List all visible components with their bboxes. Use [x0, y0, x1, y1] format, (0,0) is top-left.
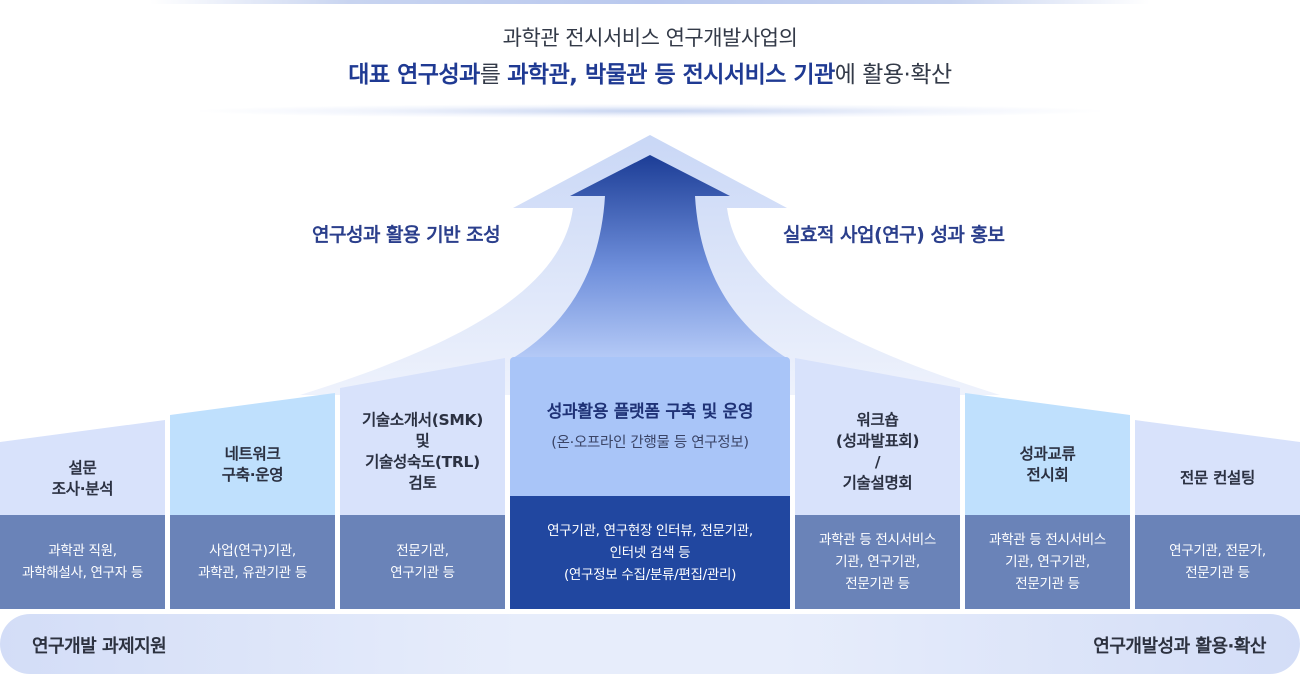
- bottom-bar-right-label: 연구개발성과 활용·확산: [1093, 636, 1266, 657]
- top-accent-line: [150, 0, 1150, 4]
- column-exhibition: 성과교류 전시회 과학관 등 전시서비스 기관, 연구기관, 전문기관 등: [965, 393, 1130, 609]
- header-line-2: 대표 연구성과를 과학관, 박물관 등 전시서비스 기관에 활용·확산: [0, 56, 1300, 94]
- column-consulting-shape: [1135, 420, 1300, 609]
- column-platform-title: 성과활용 플랫폼 구축 및 운영: [546, 401, 754, 422]
- bottom-flow-bar: [0, 614, 1300, 674]
- column-consulting-body: 연구기관, 전문가, 전문기관 등: [1169, 543, 1266, 581]
- column-network-head: 네트워크 구축·운영: [170, 415, 335, 515]
- column-survey-title: 설문 조사·분석: [51, 458, 114, 498]
- column-consulting-head: 전문 컨설팅: [1135, 442, 1300, 515]
- column-network-body: 사업(연구)기관, 과학관, 유관기관 등: [198, 543, 307, 581]
- arrow-inner-body: [510, 155, 790, 360]
- header-highlight-2: 과학관, 박물관 등 전시서비스 기관: [507, 62, 835, 88]
- column-tech-review-title: 기술소개서(SMK) 및 기술성숙도(TRL) 검토: [361, 410, 484, 492]
- column-platform-subtitle: (온·오프라인 간행물 등 연구정보): [551, 434, 749, 451]
- column-survey-body: 과학관 직원, 과학해설사, 연구자 등: [21, 543, 144, 581]
- right-side-label: 실효적 사업(연구) 성과 홍보: [783, 224, 1005, 246]
- bottom-bar-left-label: 연구개발 과제지원: [32, 636, 167, 657]
- column-platform-body: 연구기관, 연구현장 인터뷰, 전문기관, 인터넷 검색 등 (연구정보 수집/…: [547, 522, 753, 583]
- header-plain-1: 를: [479, 62, 508, 88]
- column-exhibition-head: 성과교류 전시회: [965, 415, 1130, 515]
- column-platform-head: 성과활용 플랫폼 구축 및 운영 (온·오프라인 간행물 등 연구정보): [510, 357, 790, 496]
- column-tech-review-head: 기술소개서(SMK) 및 기술성숙도(TRL) 검토: [340, 388, 505, 515]
- column-exhibition-title: 성과교류 전시회: [1019, 445, 1076, 484]
- column-platform: 성과활용 플랫폼 구축 및 운영 (온·오프라인 간행물 등 연구정보) 연구기…: [510, 357, 790, 609]
- column-workshop-body: 과학관 등 전시서비스 기관, 연구기관, 전문기관 등: [818, 532, 937, 592]
- column-survey: 설문 조사·분석 과학관 직원, 과학해설사, 연구자 등: [0, 420, 165, 609]
- left-side-label: 연구성과 활용 기반 조성: [312, 224, 501, 246]
- header-underglow: [200, 104, 1100, 118]
- column-exhibition-shape: [965, 393, 1130, 609]
- column-network-shape: [170, 393, 335, 609]
- column-consulting: 전문 컨설팅 연구기관, 전문가, 전문기관 등: [1135, 420, 1300, 609]
- column-platform-shape: [510, 357, 790, 609]
- column-tech-review-body: 전문기관, 연구기관 등: [390, 543, 455, 581]
- column-workshop: 워크숍 (성과발표회) / 기술설명회 과학관 등 전시서비스 기관, 연구기관…: [795, 358, 960, 609]
- column-survey-shape: [0, 420, 165, 609]
- header-plain-2: 에 활용·확산: [834, 62, 952, 88]
- column-exhibition-body: 과학관 등 전시서비스 기관, 연구기관, 전문기관 등: [988, 532, 1107, 592]
- column-tech-review: 기술소개서(SMK) 및 기술성숙도(TRL) 검토 전문기관, 연구기관 등: [340, 358, 505, 609]
- column-workshop-title: 워크숍 (성과발표회) / 기술설명회: [835, 410, 920, 492]
- header-highlight-1: 대표 연구성과: [348, 62, 480, 88]
- column-workshop-head: 워크숍 (성과발표회) / 기술설명회: [795, 388, 960, 515]
- header-line-1: 과학관 전시서비스 연구개발사업의: [502, 26, 798, 50]
- diagram-header: 과학관 전시서비스 연구개발사업의 대표 연구성과를 과학관, 박물관 등 전시…: [0, 22, 1300, 94]
- column-network: 네트워크 구축·운영 사업(연구)기관, 과학관, 유관기관 등: [170, 393, 335, 609]
- column-tech-review-shape: [340, 358, 505, 609]
- column-network-title: 네트워크 구축·운영: [221, 445, 284, 484]
- column-survey-head: 설문 조사·분석: [0, 442, 165, 515]
- column-consulting-title: 전문 컨설팅: [1180, 469, 1255, 487]
- column-workshop-shape: [795, 358, 960, 609]
